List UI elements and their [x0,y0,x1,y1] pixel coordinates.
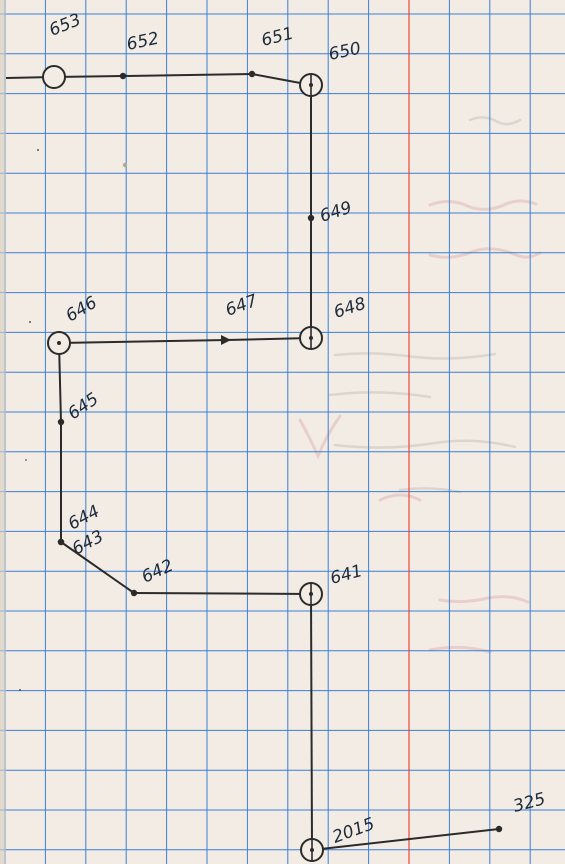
node-649 [307,214,315,222]
stray-dot [19,689,21,691]
edges [53,73,500,851]
edge-652-651 [122,73,253,77]
node-650 [299,73,323,97]
node-653 [42,65,66,89]
node-651 [248,70,256,78]
edge-647-646 [58,339,228,344]
edge-643-642 [60,541,135,594]
node-325 [495,825,503,833]
node-643 [57,538,65,546]
node-652 [119,72,127,80]
node-center-dot [309,336,313,340]
node-center-dot [310,848,314,852]
node-641 [299,582,323,606]
node-dot [119,72,127,80]
node-circle [42,65,66,89]
node-2015 [300,838,324,862]
node-center-dot [309,83,313,87]
node-center-dot [57,341,61,345]
node-dot [495,825,503,833]
edge-641-2015 [310,593,313,851]
node-dot [130,589,138,597]
node-dot [57,538,65,546]
edge-646-645 [58,342,62,423]
stray-dot [37,149,39,151]
node-dot [307,214,315,222]
node-arrow-mark [221,335,231,345]
node-dot [57,418,65,426]
node-647 [221,335,231,345]
nodes [42,65,503,862]
node-646 [47,331,71,355]
page-edge-shadow [0,0,6,864]
node-645 [57,418,65,426]
edge-648-647 [226,337,312,341]
node-642 [130,589,138,597]
edge-642-641 [133,592,312,595]
node-dot [248,70,256,78]
node-center-dot [309,592,313,596]
node-648 [299,326,323,350]
edge-2015-325 [311,828,500,851]
bleed-through-marks [298,199,542,654]
stray-dot [25,459,27,461]
stray-dot [122,162,128,168]
stray-dot [29,321,31,323]
